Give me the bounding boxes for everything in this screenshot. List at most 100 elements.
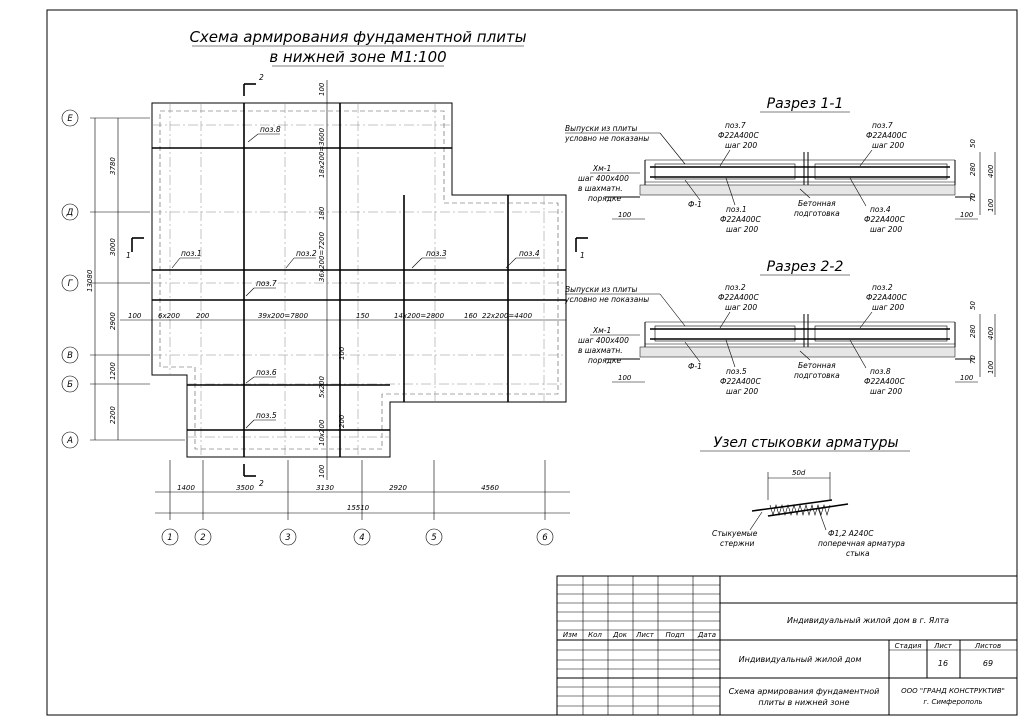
rebar-step: шаг 200 (726, 225, 758, 234)
axis-label: А (66, 436, 73, 446)
rebar-pos: поз.1 (726, 205, 747, 214)
section-dim: 100 (960, 211, 974, 219)
section-mark-1: 1 (580, 251, 585, 260)
rebar-step: шаг 200 (872, 303, 904, 312)
rebar-bar: Ф22А400С (864, 377, 905, 386)
sheet-frame (46, 9, 1018, 716)
left-dimension-chain: 3780 3000 2900 1200 2200 13080 (86, 117, 185, 441)
axis-label: 6 (542, 533, 548, 543)
row-dim: 22x200=4400 (482, 312, 533, 320)
rebar-bar: Ф22А400С (718, 131, 759, 140)
rebar-bar: Ф22А400С (866, 131, 907, 140)
plan-title-line2: в нижней зоне М1:100 (269, 48, 446, 66)
bottom-dim: 4560 (481, 484, 499, 492)
axis-label: Е (67, 114, 73, 124)
rebar-pos: поз.8 (870, 367, 891, 376)
axis-label: 5 (431, 533, 436, 543)
tb-org: ООО "ГРАНД КОНСТРУКТИВ" (901, 687, 1005, 695)
bottom-dim: 3130 (316, 484, 334, 492)
vert-dim: 200 (338, 414, 346, 428)
axis-label: Д (66, 208, 74, 218)
note-text: Выпуски из плиты (565, 285, 638, 294)
section-mark-2: 2 (259, 479, 264, 488)
rebar-step: шаг 200 (725, 141, 757, 150)
left-dim: 2900 (109, 312, 117, 330)
tb-col-header: Док (612, 631, 628, 639)
mesh-text: в шахматн. (578, 184, 623, 193)
rebar-pos: поз.7 (872, 121, 893, 130)
joint-label: Стыкуемые (712, 529, 758, 538)
row-dim: 200 (196, 312, 210, 320)
axis-label: Б (67, 380, 73, 390)
note-text: Выпуски из плиты (565, 124, 638, 133)
rebar-bar: Ф22А400С (720, 215, 761, 224)
row-axes: Е Д Г В Б А (61, 109, 79, 449)
section-2-title: Разрез 2-2 (767, 259, 844, 275)
axis-label: Г (68, 279, 74, 289)
rebar-bar: Ф22А400С (720, 377, 761, 386)
vert-dim: 100 (318, 464, 326, 478)
rebar-pos: поз.2 (725, 283, 746, 292)
section-dim: 280 (969, 162, 977, 176)
section-dim: 400 (987, 326, 995, 340)
rebar-lines (152, 103, 566, 457)
rebar-pos: поз.2 (872, 283, 893, 292)
concrete-label: Бетонная (798, 361, 836, 370)
row-dim: 150 (356, 312, 370, 320)
rebar-bar: Ф22А400С (864, 215, 905, 224)
row-dimensions: 100 6x200 200 39x200=7800 150 14x200=280… (120, 312, 566, 321)
bottom-dimension-chain: 1400 3500 3130 2920 4560 15510 (155, 460, 570, 520)
left-total: 13080 (86, 269, 94, 292)
grid-lines (152, 103, 566, 457)
tb-col-header: Изм (563, 631, 578, 639)
rebar-pos: поз.7 (725, 121, 746, 130)
vert-dim: 10x200 (318, 419, 326, 446)
concrete-label: подготовка (794, 209, 840, 218)
note-text: условно не показаны (564, 134, 649, 143)
section-dim: 100 (987, 198, 995, 212)
joint-label: стержни (720, 539, 755, 548)
rebar-pos: поз.5 (726, 367, 747, 376)
rebar-cages-2 (650, 314, 950, 347)
pos-label: поз.3 (426, 249, 447, 258)
bottom-dim: 1400 (177, 484, 195, 492)
pos-label: поз.7 (256, 279, 277, 288)
rebar-pos: поз.4 (870, 205, 891, 214)
mesh-text: шаг 400х400 (578, 336, 629, 345)
position-labels: поз.8 поз.1 поз.2 поз.3 поз.4 поз.7 поз.… (171, 125, 540, 429)
rebar-step: шаг 200 (725, 303, 757, 312)
rebar-step: шаг 200 (872, 141, 904, 150)
mesh-text: порядке (588, 194, 621, 203)
tb-drawing: плиты в нижней зоне (758, 698, 849, 707)
section-dim: 400 (987, 164, 995, 178)
tb-col-header: Подп (666, 631, 685, 639)
tb-org: г. Симферополь (923, 698, 982, 706)
vert-dim: 18x200=3600 (318, 127, 326, 178)
section-dim: 50 (969, 139, 977, 148)
left-dim: 3780 (109, 157, 117, 175)
section-1-1: Разрез 1-1 Выпуски из плиты условно не п… (564, 96, 996, 234)
tb-sheet-header: Лист (933, 642, 953, 650)
slab-outline (151, 102, 567, 458)
mesh-text: Хм-1 (592, 326, 611, 335)
vert-dim: 36x200=7200 (318, 231, 326, 282)
reinforcement-plan: Схема армирования фундаментной плиты в н… (61, 28, 588, 546)
tb-sheets: 69 (983, 659, 993, 668)
tb-col-header: Лист (635, 631, 655, 639)
section-dim: 100 (618, 211, 632, 219)
pos-label: поз.8 (260, 125, 281, 134)
rebar-bar: Ф22А400С (866, 293, 907, 302)
vert-dim: 180 (318, 206, 326, 220)
concrete-label: Бетонная (798, 199, 836, 208)
axis-label: 2 (200, 533, 205, 543)
pos-label: поз.6 (256, 368, 277, 377)
joint-label: Ф1,2 А240С (828, 529, 874, 538)
rebar-step: шаг 200 (726, 387, 758, 396)
vert-dim: 100 (338, 346, 346, 360)
bottom-dim: 2920 (389, 484, 407, 492)
mesh-text: в шахматн. (578, 346, 623, 355)
row-dim: 160 (464, 312, 478, 320)
change-table: Изм Кол Док Лист Подп Дата (557, 576, 720, 715)
section-dim: 70 (969, 355, 977, 364)
tb-sheet: 16 (938, 659, 948, 668)
